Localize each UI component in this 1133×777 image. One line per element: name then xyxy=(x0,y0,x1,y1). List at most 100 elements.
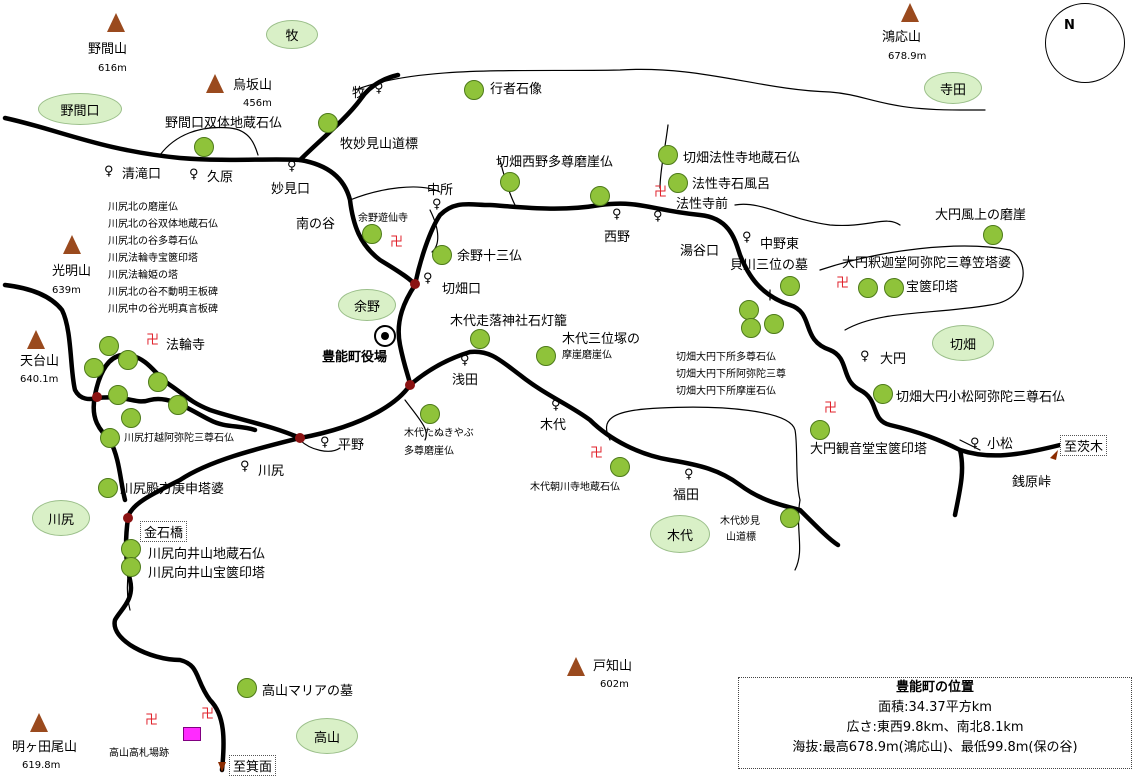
site-oogama-amida: 大円釈迦堂阿弥陀三尊笠塔婆 xyxy=(842,256,1012,271)
mountain-tendai-name: 天台山 xyxy=(20,354,60,369)
mountain-icon xyxy=(27,330,45,349)
site-kawajiri-list-6: 川尻北の谷不動明王板碑 xyxy=(108,287,218,298)
place-yudaniguchi: 湯谷口 xyxy=(680,244,720,259)
station-icon: ♀ xyxy=(423,271,433,286)
place-kiyotakiguchi: 清滝口 xyxy=(122,167,162,182)
site-kawajiri-list-1: 川尻北の磨崖仏 xyxy=(108,202,178,213)
junction-node xyxy=(123,513,133,523)
site-kishiro-sanmi: 木代三位塚の xyxy=(562,332,641,347)
site-komatsu-amida: 切畑大円小松阿弥陀三尊石仏 xyxy=(896,390,1066,405)
place-kanaishibashi: 金石橋 xyxy=(140,521,188,542)
mountain-konosu-elev: 678.9m xyxy=(888,51,927,62)
temple-icon: 卍 xyxy=(145,713,159,728)
station-icon: ♀ xyxy=(460,353,470,368)
site-kannon: 大円観音堂宝篋印塔 xyxy=(810,442,928,457)
site-kawajiri-list-5: 川尻法輪姫の塔 xyxy=(108,270,178,281)
site-maria: 高山マリアの墓 xyxy=(262,684,354,699)
site-marker xyxy=(420,404,440,424)
site-kawajiri-list-4: 川尻法輪寺宝篋印塔 xyxy=(108,253,198,264)
junction-node xyxy=(92,392,102,402)
site-kishiro-tanuki2: 多尊磨崖仏 xyxy=(404,446,454,457)
place-asada: 浅田 xyxy=(452,373,479,388)
site-oogama-list-3: 切畑大円下所摩崖石仏 xyxy=(676,386,776,397)
station-icon: ♀ xyxy=(189,167,199,182)
area-terada: 寺田 xyxy=(924,72,982,104)
place-nakanohigashi: 中野東 xyxy=(760,237,800,252)
site-marker xyxy=(108,385,128,405)
station-icon: ♀ xyxy=(320,435,330,450)
mountain-myogatao-elev: 619.8m xyxy=(22,760,61,771)
site-yoshino13: 余野十三仏 xyxy=(457,249,523,264)
site-marker xyxy=(148,372,168,392)
station-icon: ♀ xyxy=(432,197,442,212)
site-marker xyxy=(84,358,104,378)
site-takayama-fuda: 高山高札場跡 xyxy=(109,748,169,759)
place-fukuda: 福田 xyxy=(673,488,700,503)
info-box: 豊能町の位置 面積:34.37平方km 広さ:東西9.8km、南北8.1km 海… xyxy=(738,677,1132,769)
site-oogama-list-1: 切畑大円下所多尊石仏 xyxy=(676,352,776,363)
site-marker xyxy=(983,225,1003,245)
station-icon: ♀ xyxy=(653,209,663,224)
site-kaigawa: 貝川三位の墓 xyxy=(730,258,809,273)
site-marker xyxy=(668,173,688,193)
site-marker xyxy=(99,336,119,356)
site-marker xyxy=(590,186,610,206)
place-kishiro: 木代 xyxy=(540,418,567,433)
mountain-meimyo-name: 光明山 xyxy=(52,264,92,279)
place-zenbara: 銭原峠 xyxy=(1012,475,1052,490)
place-hirano: 平野 xyxy=(338,438,365,453)
site-marker xyxy=(432,245,452,265)
main-road xyxy=(2,282,100,402)
site-marker xyxy=(780,508,800,528)
area-takayama: 高山 xyxy=(296,718,358,754)
thin-road xyxy=(819,245,1024,331)
place-nakasho: 中所 xyxy=(427,183,454,198)
mountain-icon xyxy=(567,657,585,676)
site-marker xyxy=(884,278,904,298)
site-hossho-jizo: 切畑法性寺地蔵石仏 xyxy=(683,151,801,166)
site-marker xyxy=(873,384,893,404)
area-nomaguchi: 野間口 xyxy=(38,93,122,125)
place-myokenguchi: 妙見口 xyxy=(271,182,311,197)
site-kawajiri-amida: 川尻打越阿弥陀三尊石仏 xyxy=(124,433,234,444)
site-marker xyxy=(100,428,120,448)
site-marker xyxy=(780,276,800,296)
mountain-icon xyxy=(901,3,919,22)
mountain-noma-name: 野間山 xyxy=(88,42,128,57)
thin-road xyxy=(299,439,341,452)
place-kubara: 久原 xyxy=(207,170,234,185)
place-kirihataguchi: 切畑口 xyxy=(442,282,482,297)
mountain-icon xyxy=(206,74,224,93)
site-marker xyxy=(121,539,141,559)
site-marker xyxy=(858,278,878,298)
mountain-icon xyxy=(107,13,125,32)
mountain-karasuzaka-name: 烏坂山 xyxy=(233,78,273,93)
compass: N xyxy=(1045,3,1125,83)
temple-icon: 卍 xyxy=(201,707,215,722)
area-yoshino: 余野 xyxy=(338,289,396,321)
site-nishino-tamon: 切畑西野多尊磨崖仏 xyxy=(496,155,614,170)
site-marker xyxy=(168,395,188,415)
station-icon: ♀ xyxy=(684,467,694,482)
place-oogama: 大円 xyxy=(880,352,907,367)
site-gyoja: 行者石像 xyxy=(490,82,543,97)
station-icon: ♀ xyxy=(104,164,114,179)
site-kishiro-myoken: 木代妙見 xyxy=(720,516,760,527)
temple-icon: 卍 xyxy=(836,276,850,291)
fuda-marker xyxy=(183,727,201,741)
site-hossho-furo: 法性寺石風呂 xyxy=(692,177,771,192)
thin-road xyxy=(159,126,259,156)
junction-node xyxy=(295,433,305,443)
station-icon: ♀ xyxy=(860,349,870,364)
area-maki: 牧 xyxy=(266,20,318,49)
station-icon: ♀ xyxy=(612,207,622,222)
arrow-to-ibaraki-icon xyxy=(1050,450,1058,460)
site-kawajiri-list-3: 川尻北の谷多尊石仏 xyxy=(108,236,198,247)
site-marker xyxy=(121,408,141,428)
main-road xyxy=(297,72,401,163)
mountain-icon xyxy=(63,235,81,254)
place-horinji: 法輪寺 xyxy=(166,338,206,353)
station-icon: ♀ xyxy=(742,230,752,245)
place-kawajiri: 川尻 xyxy=(258,464,285,479)
temple-icon: 卍 xyxy=(590,446,604,461)
